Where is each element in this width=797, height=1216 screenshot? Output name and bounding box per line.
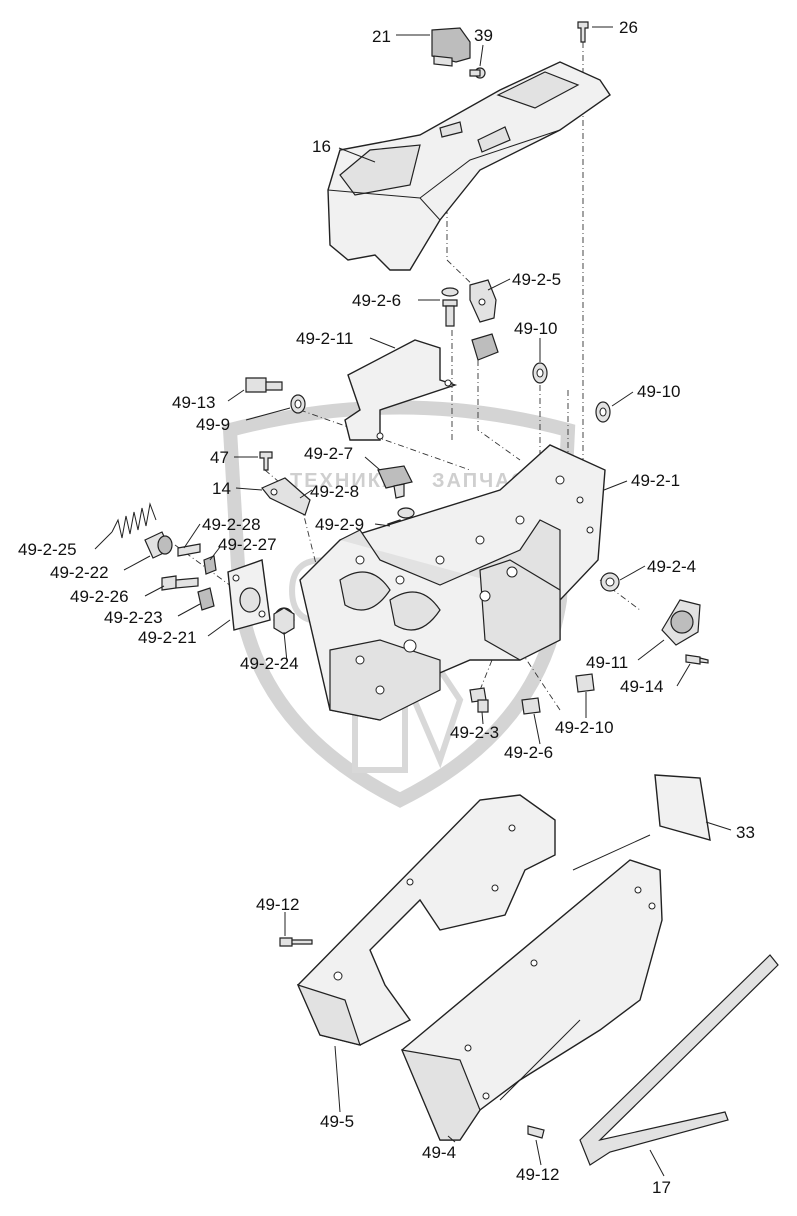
screw-part-39 <box>469 67 486 79</box>
block-part-49-2-7 <box>377 465 413 499</box>
leader-lines <box>94 26 732 1177</box>
label-21: 21 <box>372 27 391 46</box>
label-26: 26 <box>619 18 638 37</box>
grommet-part-49-2-4 <box>600 572 620 592</box>
label-16: 16 <box>312 137 331 156</box>
label-49-2-4: 49-2-4 <box>647 557 696 576</box>
bracket-part-49-2-11 <box>344 339 458 441</box>
label-39: 39 <box>474 26 493 45</box>
label-49-5: 49-5 <box>320 1112 354 1131</box>
label-49-2-7: 49-2-7 <box>304 444 353 463</box>
label-33: 33 <box>736 823 755 842</box>
bolt-part-49-13 <box>245 377 283 393</box>
label-49-2-1: 49-2-1 <box>631 471 680 490</box>
spring-part-49-2-25 <box>111 502 157 539</box>
label-49-2-8: 49-2-8 <box>310 482 359 501</box>
cylinder-part-49-2-22 <box>144 531 173 559</box>
label-49-2-5: 49-2-5 <box>512 270 561 289</box>
washers-part-49-10 <box>532 362 611 423</box>
bolt-part-49-2-26 <box>161 575 199 591</box>
label-49-2-24: 49-2-24 <box>240 654 299 673</box>
label-49-10-left: 49-10 <box>514 319 557 338</box>
cover-part-49-5 <box>296 794 556 1046</box>
label-49-2-6-upper: 49-2-6 <box>352 291 401 310</box>
label-49-4: 49-4 <box>422 1143 456 1162</box>
label-49-2-9: 49-2-9 <box>315 515 364 534</box>
label-49-2-22: 49-2-22 <box>50 563 109 582</box>
clip-part-49-2-27 <box>203 555 217 575</box>
label-49-12-lower: 49-12 <box>516 1165 559 1184</box>
label-49-2-11: 49-2-11 <box>296 329 353 348</box>
switch-part-49-11 <box>661 599 701 646</box>
label-49-12-upper: 49-12 <box>256 895 299 914</box>
washer-part-49-2-8 <box>397 507 415 519</box>
main-frame-part-49-2-1 <box>299 444 606 721</box>
bolt-part-49-2-3 <box>469 687 489 713</box>
label-49-2-21: 49-2-21 <box>138 628 197 647</box>
label-49-11: 49-11 <box>586 653 628 672</box>
bolt-part-49-2-10 <box>575 673 595 693</box>
callout-labels: 21 39 26 16 49-2-5 49-2-6 49-2-11 49-10 … <box>18 18 755 1197</box>
screw-part-26 <box>577 21 589 43</box>
cover-part-49-4 <box>401 859 663 1141</box>
label-47: 47 <box>210 448 229 467</box>
label-49-14: 49-14 <box>620 677 663 696</box>
watermark-text-left: ТЕХНИКА <box>290 470 398 492</box>
bolt-part-49-2-6-lower <box>521 697 541 715</box>
bracket-part-14 <box>261 477 311 516</box>
screw-part-49-12-lower <box>527 1125 545 1139</box>
screw-part-49-12-upper <box>279 937 313 947</box>
label-49-2-10: 49-2-10 <box>555 718 614 737</box>
label-49-9: 49-9 <box>196 415 230 434</box>
switch-block <box>471 333 499 361</box>
label-49-2-25: 49-2-25 <box>18 540 77 559</box>
label-17: 17 <box>652 1178 671 1197</box>
screw-part-47 <box>259 451 273 471</box>
screw-part-49-14 <box>685 654 709 665</box>
pin-part-49-2-28 <box>177 543 201 557</box>
label-49-2-6-lower: 49-2-6 <box>504 743 553 762</box>
plate-part-49-2-21 <box>227 559 271 631</box>
console-cover-part-16 <box>327 61 611 271</box>
trim-part-17 <box>579 954 779 1166</box>
sticker-part-33 <box>654 774 711 841</box>
label-14: 14 <box>212 479 231 498</box>
clip-part-49-2-23 <box>197 587 215 611</box>
bracket-part-49-2-5 <box>469 279 497 323</box>
label-49-2-27: 49-2-27 <box>218 535 277 554</box>
label-49-13: 49-13 <box>172 393 215 412</box>
label-49-2-26: 49-2-26 <box>70 587 129 606</box>
label-49-2-28: 49-2-28 <box>202 515 261 534</box>
washer-part-49-9 <box>290 394 306 414</box>
label-49-2-23: 49-2-23 <box>104 608 163 627</box>
label-49-2-3: 49-2-3 <box>450 723 499 742</box>
bolt-part-49-2-6-upper <box>441 287 459 327</box>
knob-part-21 <box>431 27 471 67</box>
bushing-part-49-2-24 <box>273 607 295 635</box>
label-49-10-right: 49-10 <box>637 382 680 401</box>
